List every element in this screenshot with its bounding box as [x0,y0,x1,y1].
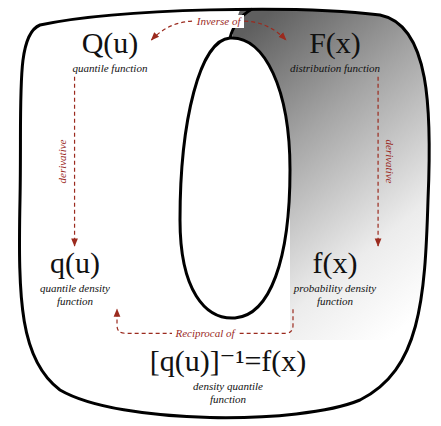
band-outline [19,9,429,417]
formula-node: q(u) quantile density function [21,246,129,309]
function-name: quantile function [73,62,148,75]
formula-text: f(x) [285,248,385,278]
formula-node: f(x) probability density function [281,246,389,309]
edge-label: Inverse of [194,15,244,28]
dashed-connector [74,77,75,246]
function-name: density quantile function [178,380,278,405]
formula-text: Q(u) [73,28,148,58]
edge-label: Reciprocal of [172,327,237,340]
formula-text: F(x) [290,28,380,58]
function-name: distribution function [290,62,380,75]
formula-text: q(u) [25,248,125,278]
edge-label: derivative [56,136,69,186]
formula-text: [q(u)]⁻¹=f(x) [150,346,307,376]
formula-node: Q(u) quantile function [69,26,152,77]
dashed-connector [377,77,378,246]
edge-label: derivative [384,136,397,186]
function-name: probability density function [285,282,385,307]
function-name: quantile density function [25,282,125,307]
formula-node: F(x) distribution function [286,26,384,77]
formula-node: [q(u)]⁻¹=f(x) density quantile function [146,344,311,407]
band-hole [180,38,290,318]
